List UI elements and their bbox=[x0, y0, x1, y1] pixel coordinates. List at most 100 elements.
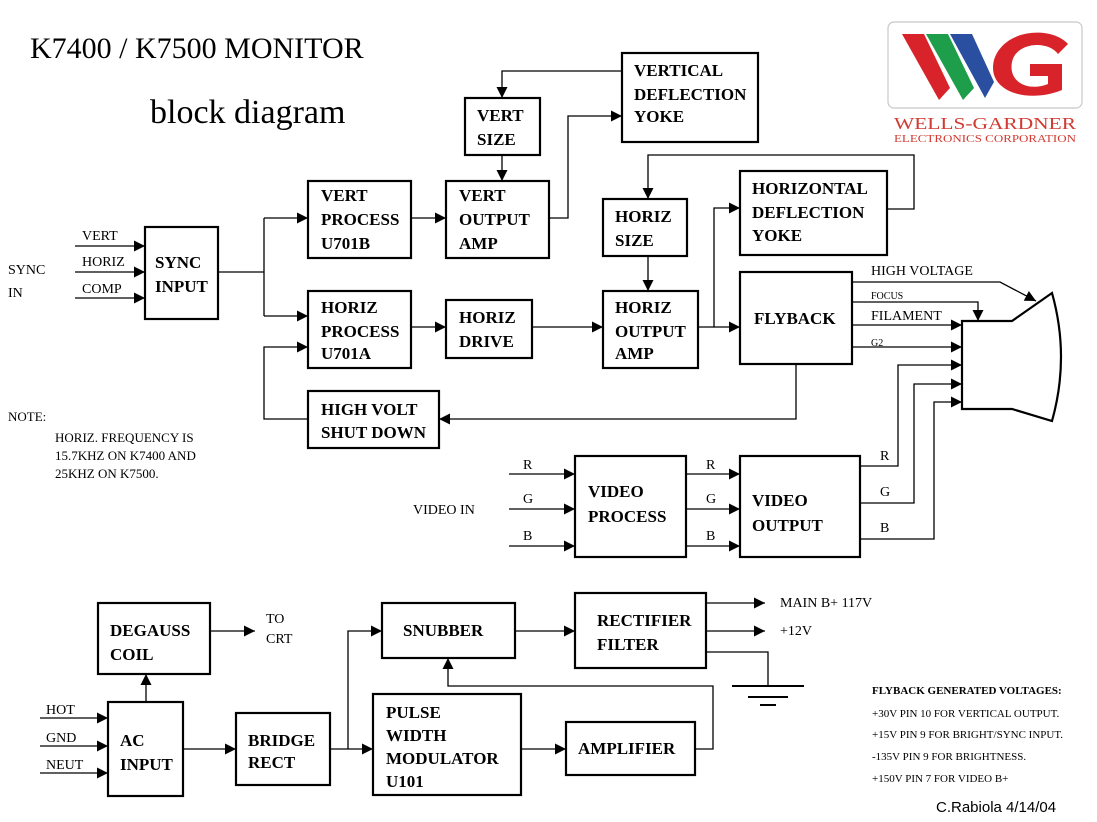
svg-text:INPUT: INPUT bbox=[155, 277, 209, 296]
svg-text:OUTPUT: OUTPUT bbox=[459, 210, 531, 229]
label-horiz: HORIZ bbox=[82, 255, 125, 270]
label-in: IN bbox=[8, 286, 23, 301]
label-filament: FILAMENT bbox=[871, 309, 942, 324]
label-b-in: B bbox=[523, 529, 532, 544]
block-vert-output-amp: VERT OUTPUT AMP bbox=[444, 179, 551, 260]
svg-text:SIZE: SIZE bbox=[615, 231, 654, 250]
label-high-voltage: HIGH VOLTAGE bbox=[871, 264, 973, 279]
svg-text:SIZE: SIZE bbox=[477, 130, 516, 149]
svg-text:HORIZ. FREQUENCY IS: HORIZ. FREQUENCY IS bbox=[55, 430, 194, 445]
svg-text:DEGAUSS: DEGAUSS bbox=[110, 621, 190, 640]
label-r-in: R bbox=[523, 458, 533, 473]
label-plus12: +12V bbox=[780, 624, 812, 639]
label-r-mid: R bbox=[706, 458, 716, 473]
svg-text:FLYBACK: FLYBACK bbox=[754, 309, 836, 328]
svg-text:BRIDGE: BRIDGE bbox=[248, 731, 315, 750]
label-sync: SYNC bbox=[8, 263, 45, 278]
svg-text:HORIZ: HORIZ bbox=[459, 308, 516, 327]
label-crt: CRT bbox=[266, 632, 293, 647]
block-rectifier-filter: RECTIFIER FILTER bbox=[573, 591, 708, 670]
svg-text:HORIZONTAL: HORIZONTAL bbox=[752, 179, 868, 198]
svg-text:AMP: AMP bbox=[459, 234, 498, 253]
svg-text:MODULATOR: MODULATOR bbox=[386, 749, 499, 768]
svg-text:HORIZ: HORIZ bbox=[615, 207, 672, 226]
svg-text:+15V PIN 9 FOR BRIGHT/SYNC INP: +15V PIN 9 FOR BRIGHT/SYNC INPUT. bbox=[872, 729, 1063, 741]
svg-text:NOTE:: NOTE: bbox=[8, 409, 46, 424]
svg-text:PULSE: PULSE bbox=[386, 703, 441, 722]
block-vert-size: VERT SIZE bbox=[463, 96, 542, 157]
block-flyback: FLYBACK bbox=[738, 270, 854, 366]
wells-gardner-logo: WELLS-GARDNER ELECTRONICS CORPORATION bbox=[887, 21, 1083, 145]
svg-text:25KHZ ON K7500.: 25KHZ ON K7500. bbox=[55, 466, 159, 481]
block-high-volt-shutdown: HIGH VOLT SHUT DOWN bbox=[306, 389, 441, 450]
label-video-in: VIDEO IN bbox=[413, 503, 475, 518]
svg-text:VERT: VERT bbox=[459, 186, 506, 205]
block-horiz-output-amp: HORIZ OUTPUT AMP bbox=[601, 289, 700, 370]
label-gnd: GND bbox=[46, 731, 76, 746]
svg-text:PROCESS: PROCESS bbox=[321, 210, 399, 229]
svg-text:-135V PIN 9 FOR BRIGHTNESS.: -135V PIN 9 FOR BRIGHTNESS. bbox=[872, 751, 1026, 763]
svg-text:YOKE: YOKE bbox=[752, 226, 802, 245]
block-snubber: SNUBBER bbox=[380, 601, 517, 660]
svg-text:PROCESS: PROCESS bbox=[588, 507, 666, 526]
block-horiz-drive: HORIZ DRIVE bbox=[444, 298, 534, 360]
svg-text:RECT: RECT bbox=[248, 753, 296, 772]
svg-text:PROCESS: PROCESS bbox=[321, 322, 399, 341]
svg-text:VERT: VERT bbox=[321, 186, 368, 205]
svg-text:U701B: U701B bbox=[321, 234, 370, 253]
label-hot: HOT bbox=[46, 703, 75, 718]
label-b-out: B bbox=[880, 521, 889, 536]
svg-text:15.7KHZ ON K7400 AND: 15.7KHZ ON K7400 AND bbox=[55, 448, 196, 463]
diagram-subtitle: block diagram bbox=[150, 94, 345, 131]
block-degauss-coil: DEGAUSS COIL bbox=[96, 601, 212, 676]
block-horiz-size: HORIZ SIZE bbox=[601, 197, 689, 258]
svg-text:OUTPUT: OUTPUT bbox=[752, 516, 824, 535]
svg-text:VERTICAL: VERTICAL bbox=[634, 61, 723, 80]
logo-subname: ELECTRONICS CORPORATION bbox=[894, 134, 1077, 145]
wires bbox=[40, 70, 1037, 779]
svg-text:VIDEO: VIDEO bbox=[588, 482, 644, 501]
svg-text:FLYBACK GENERATED VOLTAGES:: FLYBACK GENERATED VOLTAGES: bbox=[872, 685, 1062, 697]
logo-name: WELLS-GARDNER bbox=[894, 114, 1077, 133]
svg-text:VIDEO: VIDEO bbox=[752, 491, 808, 510]
svg-text:+30V PIN 10 FOR VERTICAL OUTPU: +30V PIN 10 FOR VERTICAL OUTPUT. bbox=[872, 708, 1060, 720]
svg-text:HIGH VOLT: HIGH VOLT bbox=[321, 400, 418, 419]
logo-red-stroke bbox=[902, 34, 950, 100]
svg-text:DEFLECTION: DEFLECTION bbox=[752, 203, 865, 222]
svg-text:DEFLECTION: DEFLECTION bbox=[634, 85, 747, 104]
block-horiz-process: HORIZ PROCESS U701A bbox=[306, 289, 413, 370]
note: NOTE: HORIZ. FREQUENCY IS 15.7KHZ ON K74… bbox=[8, 409, 196, 481]
flyback-voltages: FLYBACK GENERATED VOLTAGES: +30V PIN 10 … bbox=[872, 685, 1063, 785]
logo-blue-stroke bbox=[950, 34, 994, 98]
block-vert-process: VERT PROCESS U701B bbox=[306, 179, 413, 260]
block-video-process: VIDEO PROCESS bbox=[573, 454, 688, 559]
label-main-b: MAIN B+ 117V bbox=[780, 596, 872, 611]
label-r-out: R bbox=[880, 449, 890, 464]
label-neut: NEUT bbox=[46, 758, 84, 773]
label-focus: FOCUS bbox=[871, 291, 903, 302]
block-video-output: VIDEO OUTPUT bbox=[738, 454, 862, 559]
block-bridge-rect: BRIDGE RECT bbox=[234, 711, 332, 787]
diagram-title: K7400 / K7500 MONITOR bbox=[30, 32, 364, 65]
svg-text:U701A: U701A bbox=[321, 344, 372, 363]
svg-text:OUTPUT: OUTPUT bbox=[615, 322, 687, 341]
svg-text:DRIVE: DRIVE bbox=[459, 332, 514, 351]
svg-text:HORIZ: HORIZ bbox=[615, 298, 672, 317]
label-b-mid: B bbox=[706, 529, 715, 544]
svg-text:SNUBBER: SNUBBER bbox=[403, 621, 484, 640]
block-ac-input: AC INPUT bbox=[106, 700, 185, 798]
credit: C.Rabiola 4/14/04 bbox=[936, 799, 1056, 816]
svg-text:SHUT DOWN: SHUT DOWN bbox=[321, 423, 427, 442]
svg-text:AMPLIFIER: AMPLIFIER bbox=[578, 739, 676, 758]
block-amplifier: AMPLIFIER bbox=[564, 720, 697, 777]
logo-green-stroke bbox=[926, 34, 974, 100]
svg-text:COIL: COIL bbox=[110, 645, 153, 664]
svg-text:SYNC: SYNC bbox=[155, 253, 201, 272]
crt-tube bbox=[960, 291, 1063, 423]
svg-text:+150V PIN 7 FOR VIDEO B+: +150V PIN 7 FOR VIDEO B+ bbox=[872, 773, 1008, 785]
block-sync-input: SYNC INPUT bbox=[143, 225, 220, 321]
block-pwm: PULSE WIDTH MODULATOR U101 bbox=[371, 692, 523, 797]
svg-text:HORIZ: HORIZ bbox=[321, 298, 378, 317]
